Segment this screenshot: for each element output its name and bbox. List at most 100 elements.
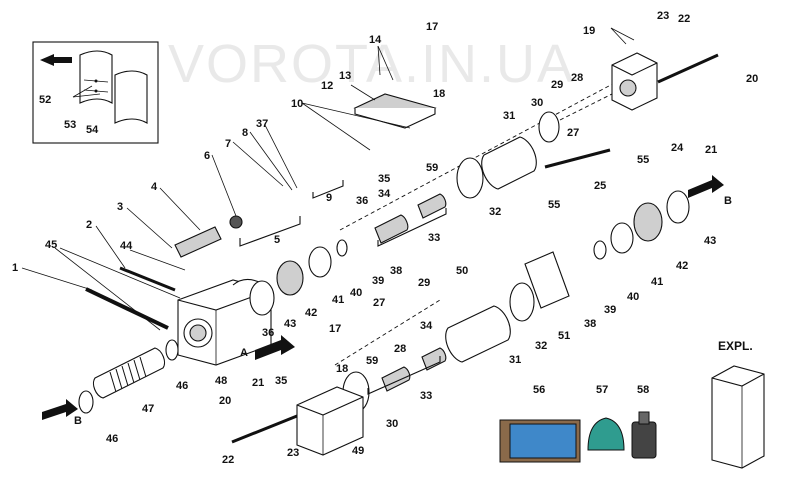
callout-32-upper: 32 — [489, 206, 501, 218]
callout-55-b: 55 — [548, 199, 560, 211]
callout-27-upper: 27 — [567, 127, 579, 139]
callout-23-upper: 23 — [657, 10, 669, 22]
callout-17-upper: 17 — [426, 21, 438, 33]
tube-31-upper — [481, 136, 537, 190]
callout-42-upper: 42 — [305, 307, 317, 319]
callout-51: 51 — [558, 330, 570, 342]
expl-label: EXPL. — [718, 339, 753, 353]
callout-17-lower: 17 — [329, 323, 341, 335]
callout-28-lower: 28 — [394, 343, 406, 355]
callout-33-upper: 33 — [428, 232, 440, 244]
axis-upper-end — [559, 79, 641, 121]
leader-lines — [21, 27, 635, 331]
callout-52: 52 — [39, 94, 51, 106]
arrow-a-label: A — [240, 347, 248, 359]
seal-41-lower — [308, 246, 332, 278]
callout-10: 10 — [291, 98, 303, 110]
piston-34-upper — [417, 193, 447, 219]
callout-57: 57 — [596, 384, 608, 396]
service-kit-56 — [499, 419, 581, 463]
rod-2 — [119, 266, 176, 292]
callout-25: 25 — [594, 180, 606, 192]
callout-35-lower: 35 — [275, 375, 287, 387]
callout-20-upper: 20 — [746, 73, 758, 85]
callout-54: 54 — [86, 124, 99, 136]
axis-upper — [339, 79, 621, 231]
callout-38-lower: 38 — [584, 318, 596, 330]
callout-1: 1 — [12, 262, 18, 274]
bracket-33-upper — [377, 208, 447, 247]
callout-36-lower: 36 — [262, 327, 274, 339]
callout-37: 37 — [256, 118, 268, 130]
valve-plate-4 — [174, 226, 222, 258]
washer-40-right — [593, 240, 607, 260]
callout-40-upper: 40 — [350, 287, 362, 299]
rod-1 — [85, 287, 169, 330]
callout-9: 9 — [326, 192, 332, 204]
bracket-9 — [312, 180, 344, 199]
callout-33-lower: 33 — [420, 390, 432, 402]
callout-41-lower: 41 — [651, 276, 663, 288]
bracket-5 — [239, 216, 301, 247]
callout-36-upper: 36 — [356, 195, 368, 207]
callout-34-lower: 34 — [420, 320, 433, 332]
callout-49: 49 — [352, 445, 364, 457]
gasket-51 — [524, 251, 570, 309]
filter-47 — [92, 347, 166, 399]
grease-bag-57 — [587, 417, 625, 451]
callout-50: 50 — [456, 265, 468, 277]
callout-28-upper: 28 — [571, 72, 583, 84]
callout-55-a: 55 — [637, 154, 649, 166]
bracket-33-lower — [367, 356, 441, 395]
seal-32-lower — [509, 282, 535, 322]
callout-43-upper: 43 — [284, 318, 296, 330]
piston-42-lower — [276, 260, 304, 296]
callout-8: 8 — [242, 127, 248, 139]
callout-53: 53 — [64, 119, 76, 131]
callout-21-upper: 21 — [705, 144, 717, 156]
end-block-19 — [611, 52, 658, 111]
callout-56: 56 — [533, 384, 545, 396]
callout-46-b: 46 — [106, 433, 118, 445]
tube-31-lower — [445, 305, 511, 363]
callout-30-upper: 30 — [531, 97, 543, 109]
rod-20-upper — [657, 53, 719, 84]
callout-23-lower: 23 — [287, 447, 299, 459]
arrow-a-inset-icon — [40, 54, 72, 66]
callout-3: 3 — [117, 201, 123, 213]
watermark: VOROTA.IN.UA — [168, 34, 575, 94]
arrow-b-left-label: B — [74, 415, 82, 427]
callout-29-lower: 29 — [418, 277, 430, 289]
washer-40-lower — [336, 239, 348, 257]
rod-25 — [544, 148, 611, 169]
callout-labels: 1 2 3 4 5 6 7 8 9 10 12 13 14 17 18 19 2… — [12, 10, 758, 466]
callout-31-upper: 31 — [503, 110, 515, 122]
callout-39-lower: 39 — [604, 304, 616, 316]
callout-59-upper: 59 — [426, 162, 438, 174]
arrow-b-right-label: B — [724, 195, 732, 207]
callout-34-upper: 34 — [378, 188, 391, 200]
callout-12: 12 — [321, 80, 333, 92]
callout-27-lower: 27 — [373, 297, 385, 309]
callout-58: 58 — [637, 384, 649, 396]
ring-43-right — [666, 190, 690, 224]
arrow-a-icon — [255, 335, 295, 360]
axis-lower — [334, 299, 441, 366]
piston-33-upper — [374, 214, 409, 244]
callout-43-lower: 43 — [704, 235, 716, 247]
callout-20-lower: 20 — [219, 395, 231, 407]
arrow-b-right-icon — [688, 175, 724, 198]
piston-33-lower — [381, 366, 411, 392]
end-block-49 — [296, 386, 364, 456]
callout-30-lower: 30 — [386, 418, 398, 430]
seal-41-right — [610, 222, 634, 254]
callout-44: 44 — [120, 240, 133, 252]
callout-38-upper: 38 — [390, 265, 402, 277]
callout-47: 47 — [142, 403, 154, 415]
callout-24: 24 — [671, 142, 684, 154]
callout-4: 4 — [151, 181, 158, 193]
callout-41-upper: 41 — [332, 294, 344, 306]
oring-46a — [78, 390, 94, 414]
arrow-b-left-icon — [42, 399, 78, 420]
piston-34-lower — [421, 347, 447, 371]
